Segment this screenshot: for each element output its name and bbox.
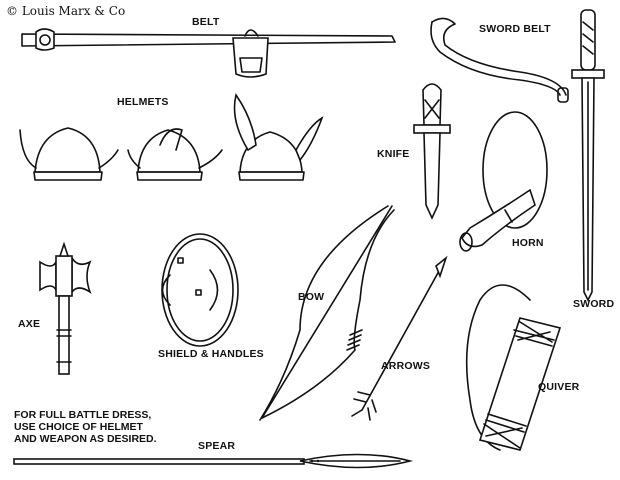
- axe-label: AXE: [18, 318, 41, 330]
- knife-drawing: [413, 83, 451, 220]
- helmets-drawing: [19, 93, 324, 181]
- battle-dress-note: FOR FULL BATTLE DRESS, USE CHOICE OF HEL…: [14, 409, 157, 445]
- sword-belt-drawing: [430, 17, 569, 103]
- spear-drawing: [13, 453, 414, 469]
- sword-label: SWORD: [573, 298, 615, 310]
- helmets-label: HELMETS: [117, 96, 169, 108]
- axe-drawing: [39, 241, 92, 375]
- arrows-label: ARROWS: [381, 360, 431, 372]
- belt-label: BELT: [192, 16, 220, 28]
- copyright-text: © Louis Marx & Co: [6, 4, 126, 18]
- spear-label: SPEAR: [198, 440, 236, 452]
- sword-belt-label: SWORD BELT: [479, 23, 551, 35]
- quiver-label: QUIVER: [538, 381, 580, 393]
- bow-drawing: [259, 205, 395, 421]
- bow-label: BOW: [298, 291, 325, 303]
- note-line: FOR FULL BATTLE DRESS,: [14, 409, 152, 421]
- belt-drawing: [21, 28, 396, 78]
- shield-label: SHIELD & HANDLES: [158, 348, 264, 360]
- horn-label: HORN: [512, 237, 544, 249]
- arrow-drawing: [351, 255, 448, 421]
- note-line: AND WEAPON AS DESIRED.: [14, 433, 157, 445]
- note-line: USE CHOICE OF HELMET: [14, 421, 143, 433]
- knife-label: KNIFE: [377, 148, 410, 160]
- horn-drawing: [459, 111, 548, 252]
- quiver-drawing: [465, 284, 562, 451]
- shield-drawing: [161, 233, 239, 347]
- sword-drawing: [571, 9, 605, 302]
